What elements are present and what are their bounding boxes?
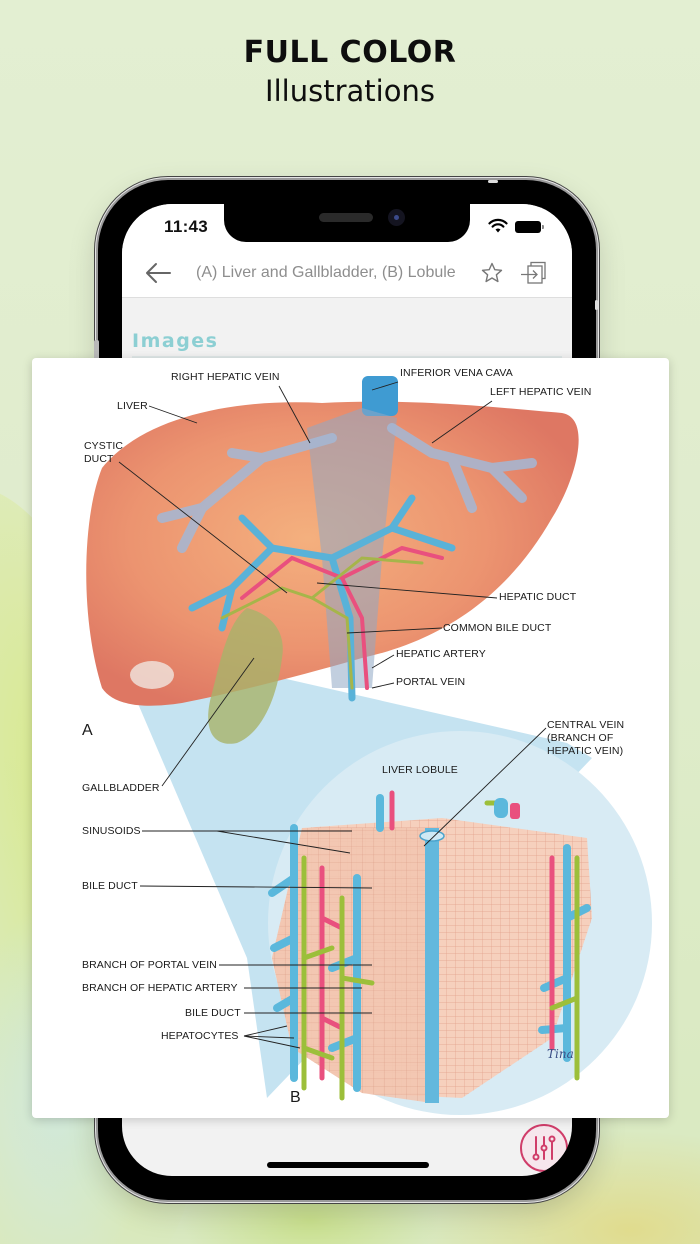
phone-antenna-band [488, 180, 498, 183]
promo-title: FULL COLOR [243, 35, 457, 70]
label-gallbladder: GALLBLADDER [82, 782, 160, 794]
label-cystic-duct-2: DUCT [84, 453, 114, 465]
label-central-vein-3: HEPATIC VEIN) [547, 745, 624, 757]
label-bile-duct-bottom: BILE DUCT [185, 1007, 241, 1019]
label-inferior-vena-cava: INFERIOR VENA CAVA [400, 367, 513, 379]
sliders-icon [532, 1135, 556, 1161]
liver-lobule-illustration: Tina [86, 376, 652, 1115]
section-title-images: Images [132, 330, 219, 352]
illustration-card[interactable]: Tina RIGHT HEPATIC VEIN INFERIOR VENA CA… [32, 358, 669, 1118]
panel-letter-b: B [290, 1089, 301, 1106]
label-branch-hepatic-artery: BRANCH OF HEPATIC ARTERY [82, 982, 238, 994]
speaker-grille [319, 213, 373, 222]
home-indicator[interactable] [267, 1162, 429, 1168]
panel-letter-a: A [82, 722, 93, 739]
filter-settings-button[interactable] [520, 1124, 568, 1172]
label-central-vein-2: (BRANCH OF [547, 732, 614, 744]
label-sinusoids: SINUSOIDS [82, 825, 141, 837]
phone-antenna-band [595, 300, 598, 310]
wifi-icon [488, 218, 508, 233]
label-cystic-duct: CYSTIC [84, 440, 124, 452]
label-branch-portal-vein: BRANCH OF PORTAL VEIN [82, 959, 217, 971]
exit-icon[interactable] [520, 261, 548, 285]
label-liver-lobule: LIVER LOBULE [382, 764, 458, 776]
label-bile-duct-top: BILE DUCT [82, 880, 138, 892]
phone-notch [224, 204, 470, 242]
label-portal-vein: PORTAL VEIN [396, 676, 466, 688]
page-title: (A) Liver and Gallbladder, (B) Lobule [196, 264, 456, 281]
label-central-vein: CENTRAL VEIN [547, 719, 625, 731]
label-hepatic-duct: HEPATIC DUCT [499, 591, 577, 603]
back-button[interactable] [144, 261, 172, 285]
svg-text:Tina: Tina [547, 1047, 574, 1061]
nav-bar: (A) Liver and Gallbladder, (B) Lobule [122, 248, 572, 298]
promo-subtitle: Illustrations [265, 74, 435, 108]
label-liver: LIVER [117, 400, 148, 412]
label-hepatic-artery: HEPATIC ARTERY [396, 648, 486, 660]
battery-icon [515, 221, 544, 233]
front-camera [388, 209, 405, 226]
section-divider [132, 356, 562, 358]
phone-side-button [94, 340, 99, 364]
promo-headline: FULL COLOR Illustrations [0, 34, 700, 110]
status-time: 11:43 [164, 217, 209, 236]
label-hepatocytes: HEPATOCYTES [161, 1030, 239, 1042]
favorite-star-icon[interactable] [480, 261, 504, 285]
label-right-hepatic-vein: RIGHT HEPATIC VEIN [171, 371, 280, 383]
label-common-bile-duct: COMMON BILE DUCT [443, 622, 552, 634]
label-left-hepatic-vein: LEFT HEPATIC VEIN [490, 386, 592, 398]
